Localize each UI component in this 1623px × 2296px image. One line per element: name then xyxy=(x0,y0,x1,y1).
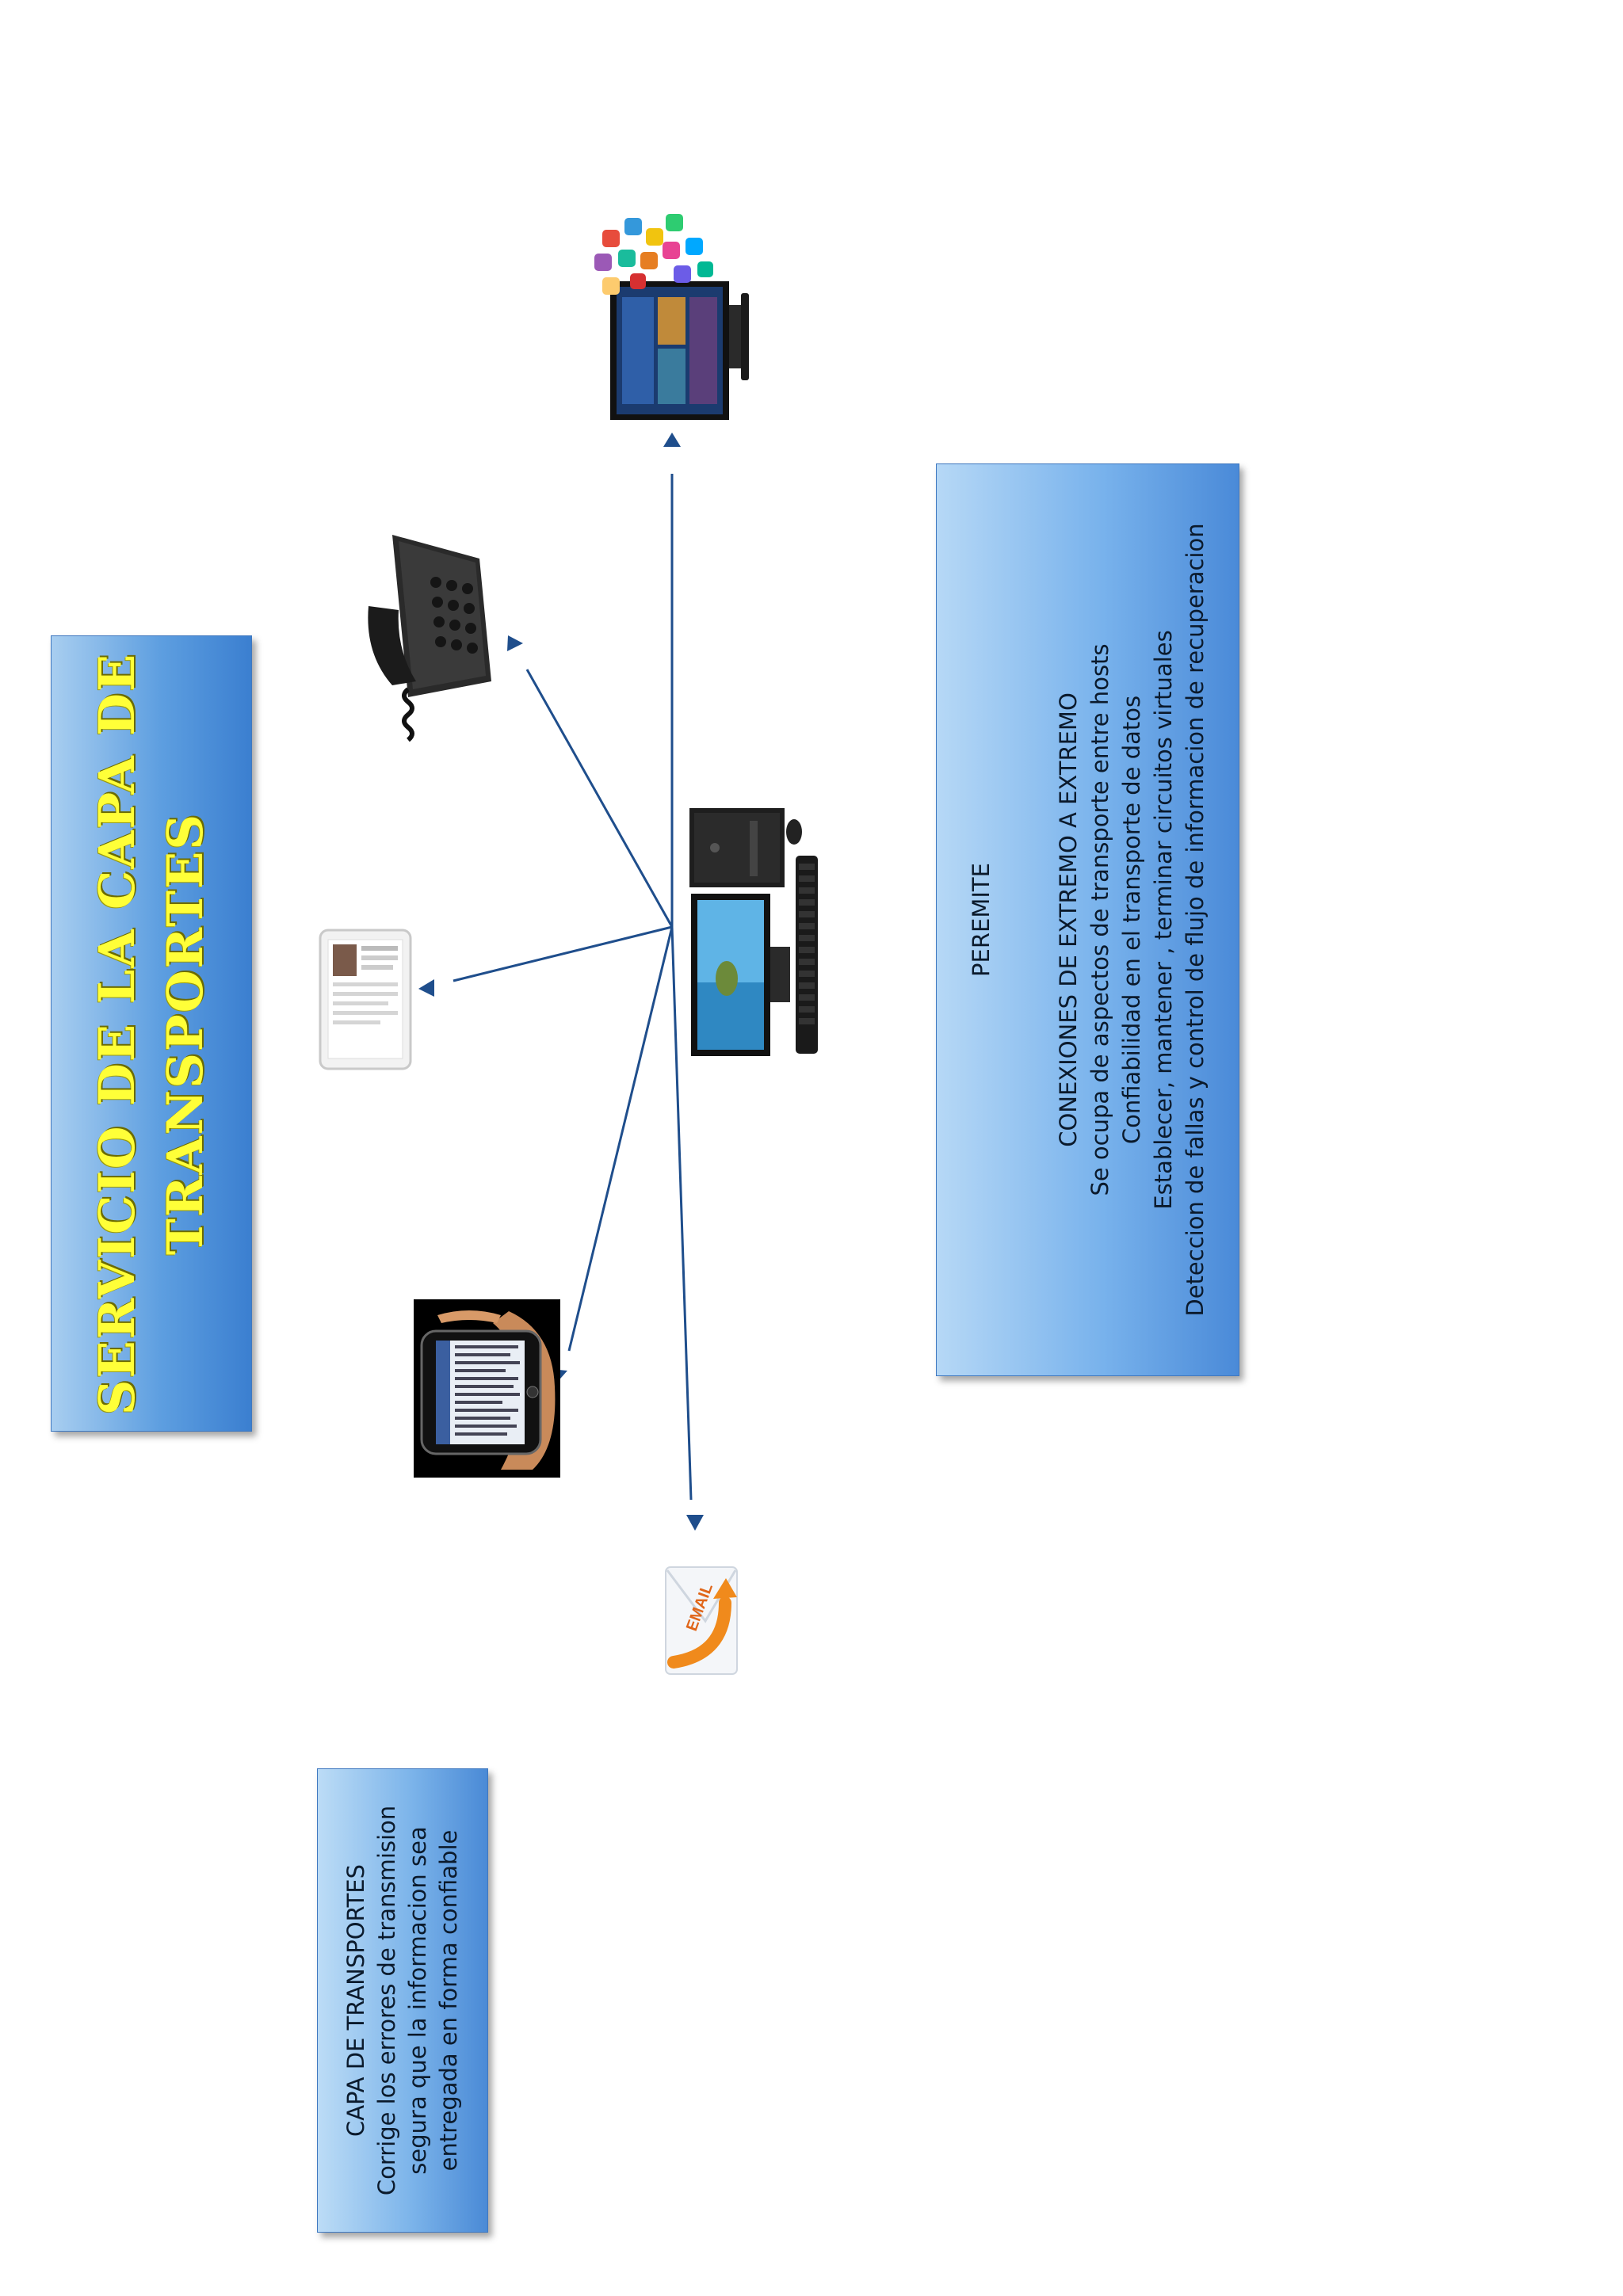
arrowhead-tablet xyxy=(418,979,434,997)
smart-tv-icon xyxy=(594,214,749,420)
arrowhead-phone xyxy=(507,635,523,651)
title-box: SERVICIO DE LA CAPA DE TRANSPORTES xyxy=(51,635,252,1432)
tablet-icon xyxy=(319,929,412,1070)
line-to-smartphone xyxy=(567,926,674,1352)
permite-box: PEREMITE CONEXIONES DE EXTREMO A EXTREMO… xyxy=(936,463,1239,1376)
arrowhead-email xyxy=(686,1515,704,1531)
capa-box: CAPA DE TRANSPORTES Corrige los errores … xyxy=(317,1768,488,2233)
smartphone-icon xyxy=(414,1299,560,1478)
desktop-computer-icon xyxy=(689,808,818,1056)
line-to-email xyxy=(670,926,693,1501)
arrowhead-monitor xyxy=(663,433,681,447)
line-to-phone xyxy=(525,669,674,928)
line-to-tablet xyxy=(453,925,673,982)
desk-phone-icon xyxy=(368,535,491,742)
email-icon: EMAIL xyxy=(665,1566,738,1675)
